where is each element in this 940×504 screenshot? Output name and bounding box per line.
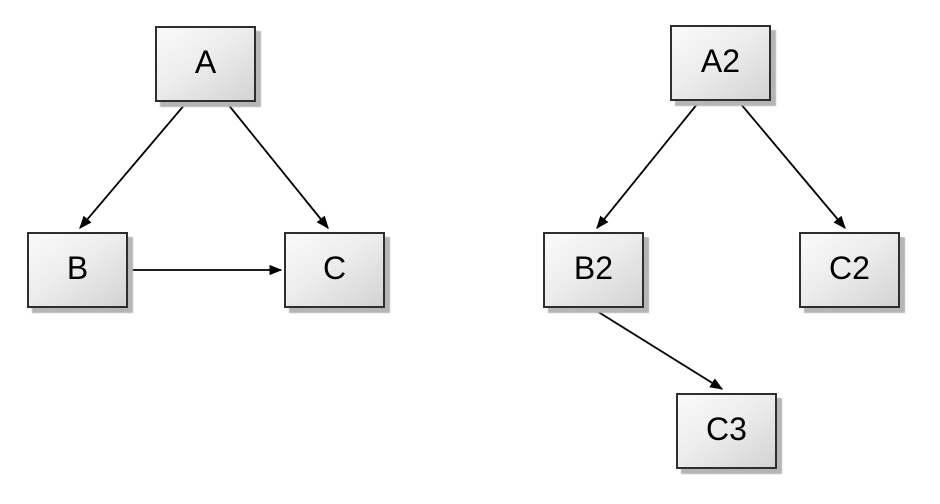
edge-A-C bbox=[226, 102, 329, 230]
node-A2-label: A2 bbox=[700, 43, 741, 79]
node-B[interactable]: B bbox=[27, 232, 128, 308]
node-B2[interactable]: B2 bbox=[543, 232, 644, 308]
node-C3-label: C3 bbox=[706, 411, 747, 447]
node-C3[interactable]: C3 bbox=[676, 393, 777, 469]
node-C2[interactable]: C2 bbox=[799, 232, 900, 308]
node-A[interactable]: A bbox=[155, 26, 256, 102]
edge-B2-C3 bbox=[591, 307, 724, 390]
node-C2-label: C2 bbox=[829, 250, 870, 286]
edge-A2-B2 bbox=[596, 102, 699, 230]
node-A2[interactable]: A2 bbox=[670, 25, 771, 101]
edge-A-B bbox=[79, 102, 187, 229]
node-A-label: A bbox=[194, 44, 217, 80]
node-B-label: B bbox=[66, 250, 89, 286]
node-B2-label: B2 bbox=[573, 250, 614, 286]
node-C-label: C bbox=[322, 250, 347, 286]
node-C[interactable]: C bbox=[284, 232, 385, 308]
edge-A2-C2 bbox=[739, 102, 846, 229]
